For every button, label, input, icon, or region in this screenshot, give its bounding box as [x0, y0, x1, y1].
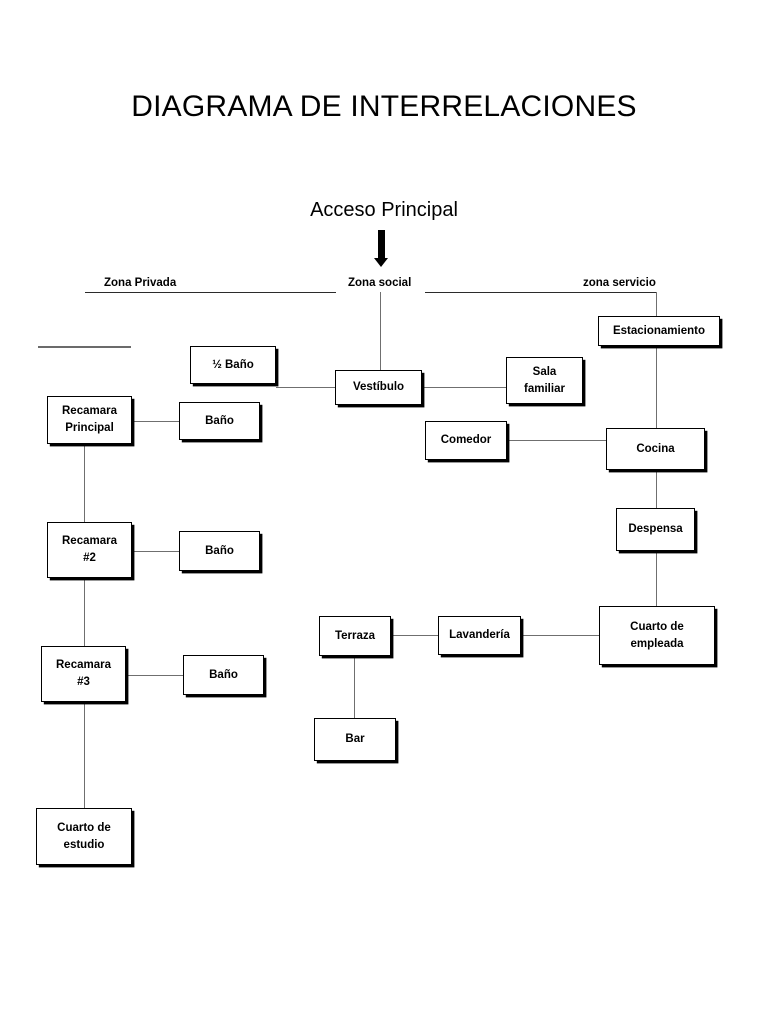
node-cuarto-estudio[interactable]: Cuarto de estudio: [36, 808, 132, 865]
node-lavanderia[interactable]: Lavandería: [438, 616, 521, 655]
node-terraza-label: Terraza: [334, 629, 376, 642]
node-recamara-2[interactable]: Recamara #2: [47, 522, 132, 578]
node-cocina[interactable]: Cocina: [606, 428, 705, 470]
node-medio-bano-label: ½ Baño: [212, 358, 254, 371]
node-sala-familiar[interactable]: Sala familiar: [506, 357, 583, 404]
connector-cocina-despensa: [656, 470, 657, 508]
acceso-principal-label: Acceso Principal: [310, 199, 458, 221]
connector-recamara3-cuartoestudio: [84, 702, 85, 808]
node-lavanderia-label: Lavandería: [449, 629, 510, 642]
node-bar[interactable]: Bar: [314, 718, 396, 761]
node-recamara-3-line2: #3: [77, 676, 90, 688]
zone-rule-servicio: [425, 292, 656, 293]
down-arrow-icon: [374, 230, 388, 267]
node-cuarto-empleada[interactable]: Cuarto de empleada: [599, 606, 715, 665]
node-bano-2[interactable]: Baño: [179, 531, 260, 571]
node-recamara-principal-line2: Principal: [65, 422, 114, 434]
connector-lavanderia-empleada: [521, 635, 599, 636]
page-title: DIAGRAMA DE INTERRELACIONES: [131, 90, 637, 123]
node-cocina-label: Cocina: [636, 442, 675, 455]
connector-terraza-bar: [354, 657, 355, 718]
node-sala-familiar-line1: Sala: [532, 365, 557, 378]
node-comedor-label: Comedor: [440, 434, 492, 447]
node-recamara-3[interactable]: Recamara #3: [41, 646, 126, 702]
connector-estacionamiento-cocina: [656, 346, 657, 428]
connector-recamaraprincipal-bano: [131, 421, 179, 422]
node-cuarto-estudio-line1: Cuarto de: [57, 821, 111, 834]
connector-servicio-estacionamiento: [656, 292, 657, 316]
node-bano-principal[interactable]: Baño: [179, 402, 260, 440]
node-sala-familiar-line2: familiar: [524, 382, 565, 395]
node-cuarto-empleada-line1: Cuarto de: [630, 620, 684, 633]
privada-sub-divider: [38, 346, 131, 348]
node-vestibulo[interactable]: Vestíbulo: [335, 370, 422, 405]
node-bano-principal-label: Baño: [205, 414, 234, 427]
node-recamara-principal-line1: Recamara: [62, 405, 117, 418]
connector-recamaraprincipal-recamara2: [84, 444, 85, 522]
connector-vestibulo-salafamiliar: [421, 387, 506, 388]
node-terraza[interactable]: Terraza: [319, 616, 391, 656]
node-cuarto-estudio-line2: estudio: [63, 838, 105, 851]
zone-label-privada: Zona Privada: [104, 277, 177, 289]
node-despensa-label: Despensa: [628, 523, 683, 536]
connector-despensa-empleada: [656, 551, 657, 606]
node-recamara-3-line1: Recamara: [56, 659, 111, 672]
zone-label-servicio: zona servicio: [583, 277, 656, 289]
connector-comedor-cocina: [507, 440, 606, 441]
node-bano-2-label: Baño: [205, 544, 234, 557]
connector-social-vestibulo: [380, 292, 381, 372]
connector-recamara2-recamara3: [84, 578, 85, 646]
connector-terraza-lavanderia: [391, 635, 438, 636]
node-medio-bano[interactable]: ½ Baño: [190, 346, 276, 384]
connector-recamara3-bano: [125, 675, 183, 676]
connector-mediobano-vestibulo: [276, 387, 335, 388]
node-vestibulo-label: Vestíbulo: [352, 381, 405, 394]
zone-label-social: Zona social: [348, 277, 412, 289]
zone-rule-privada: [85, 292, 336, 293]
node-bano-3-label: Baño: [209, 668, 238, 681]
node-cuarto-empleada-line2: empleada: [630, 637, 684, 650]
node-estacionamiento[interactable]: Estacionamiento: [598, 316, 720, 346]
node-recamara-2-line2: #2: [83, 552, 96, 564]
node-bar-label: Bar: [345, 733, 365, 746]
node-recamara-2-line1: Recamara: [62, 535, 117, 548]
connector-recamara2-bano: [131, 551, 179, 552]
node-bano-3[interactable]: Baño: [183, 655, 264, 695]
node-recamara-principal[interactable]: Recamara Principal: [47, 396, 132, 444]
node-comedor[interactable]: Comedor: [425, 421, 507, 460]
node-despensa[interactable]: Despensa: [616, 508, 695, 551]
node-estacionamiento-label: Estacionamiento: [612, 324, 706, 337]
